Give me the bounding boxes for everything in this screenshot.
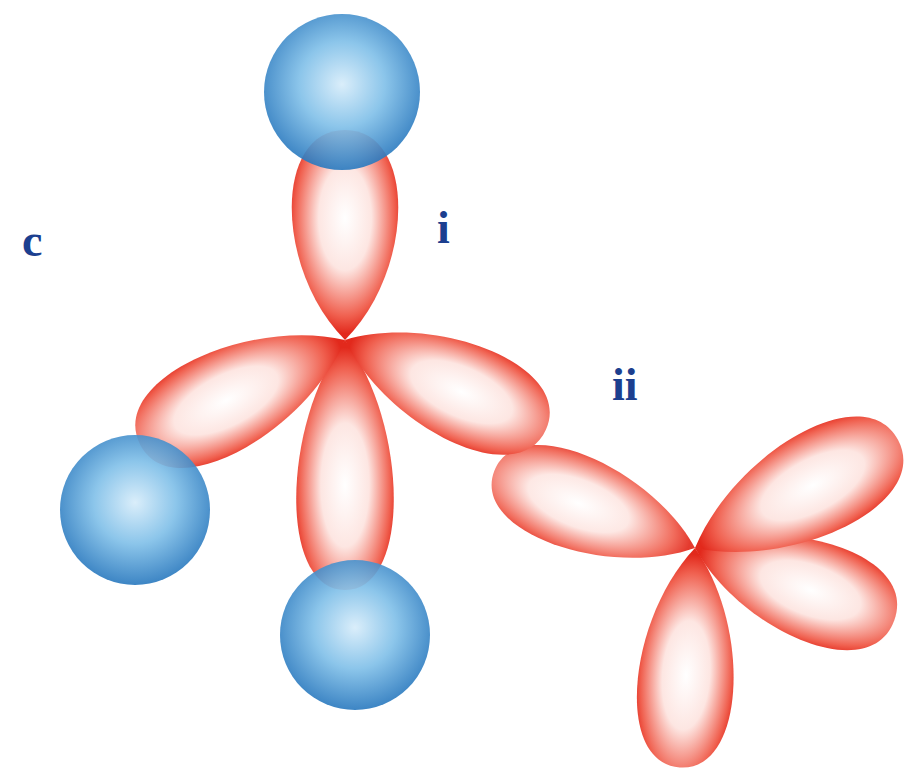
bond-label: ii	[612, 362, 638, 408]
bond-label: i	[437, 205, 450, 251]
atom-two-orbitals	[477, 394, 906, 771]
orbital-lobe	[632, 545, 743, 771]
orbital-lobe	[671, 394, 906, 593]
panel-letter: c	[22, 218, 42, 264]
hydrogen-spheres	[60, 14, 430, 710]
hydrogen-sphere	[264, 14, 420, 170]
hydrogen-sphere	[280, 560, 430, 710]
orbital-lobe	[325, 295, 566, 475]
hydrogen-sphere	[60, 435, 210, 585]
